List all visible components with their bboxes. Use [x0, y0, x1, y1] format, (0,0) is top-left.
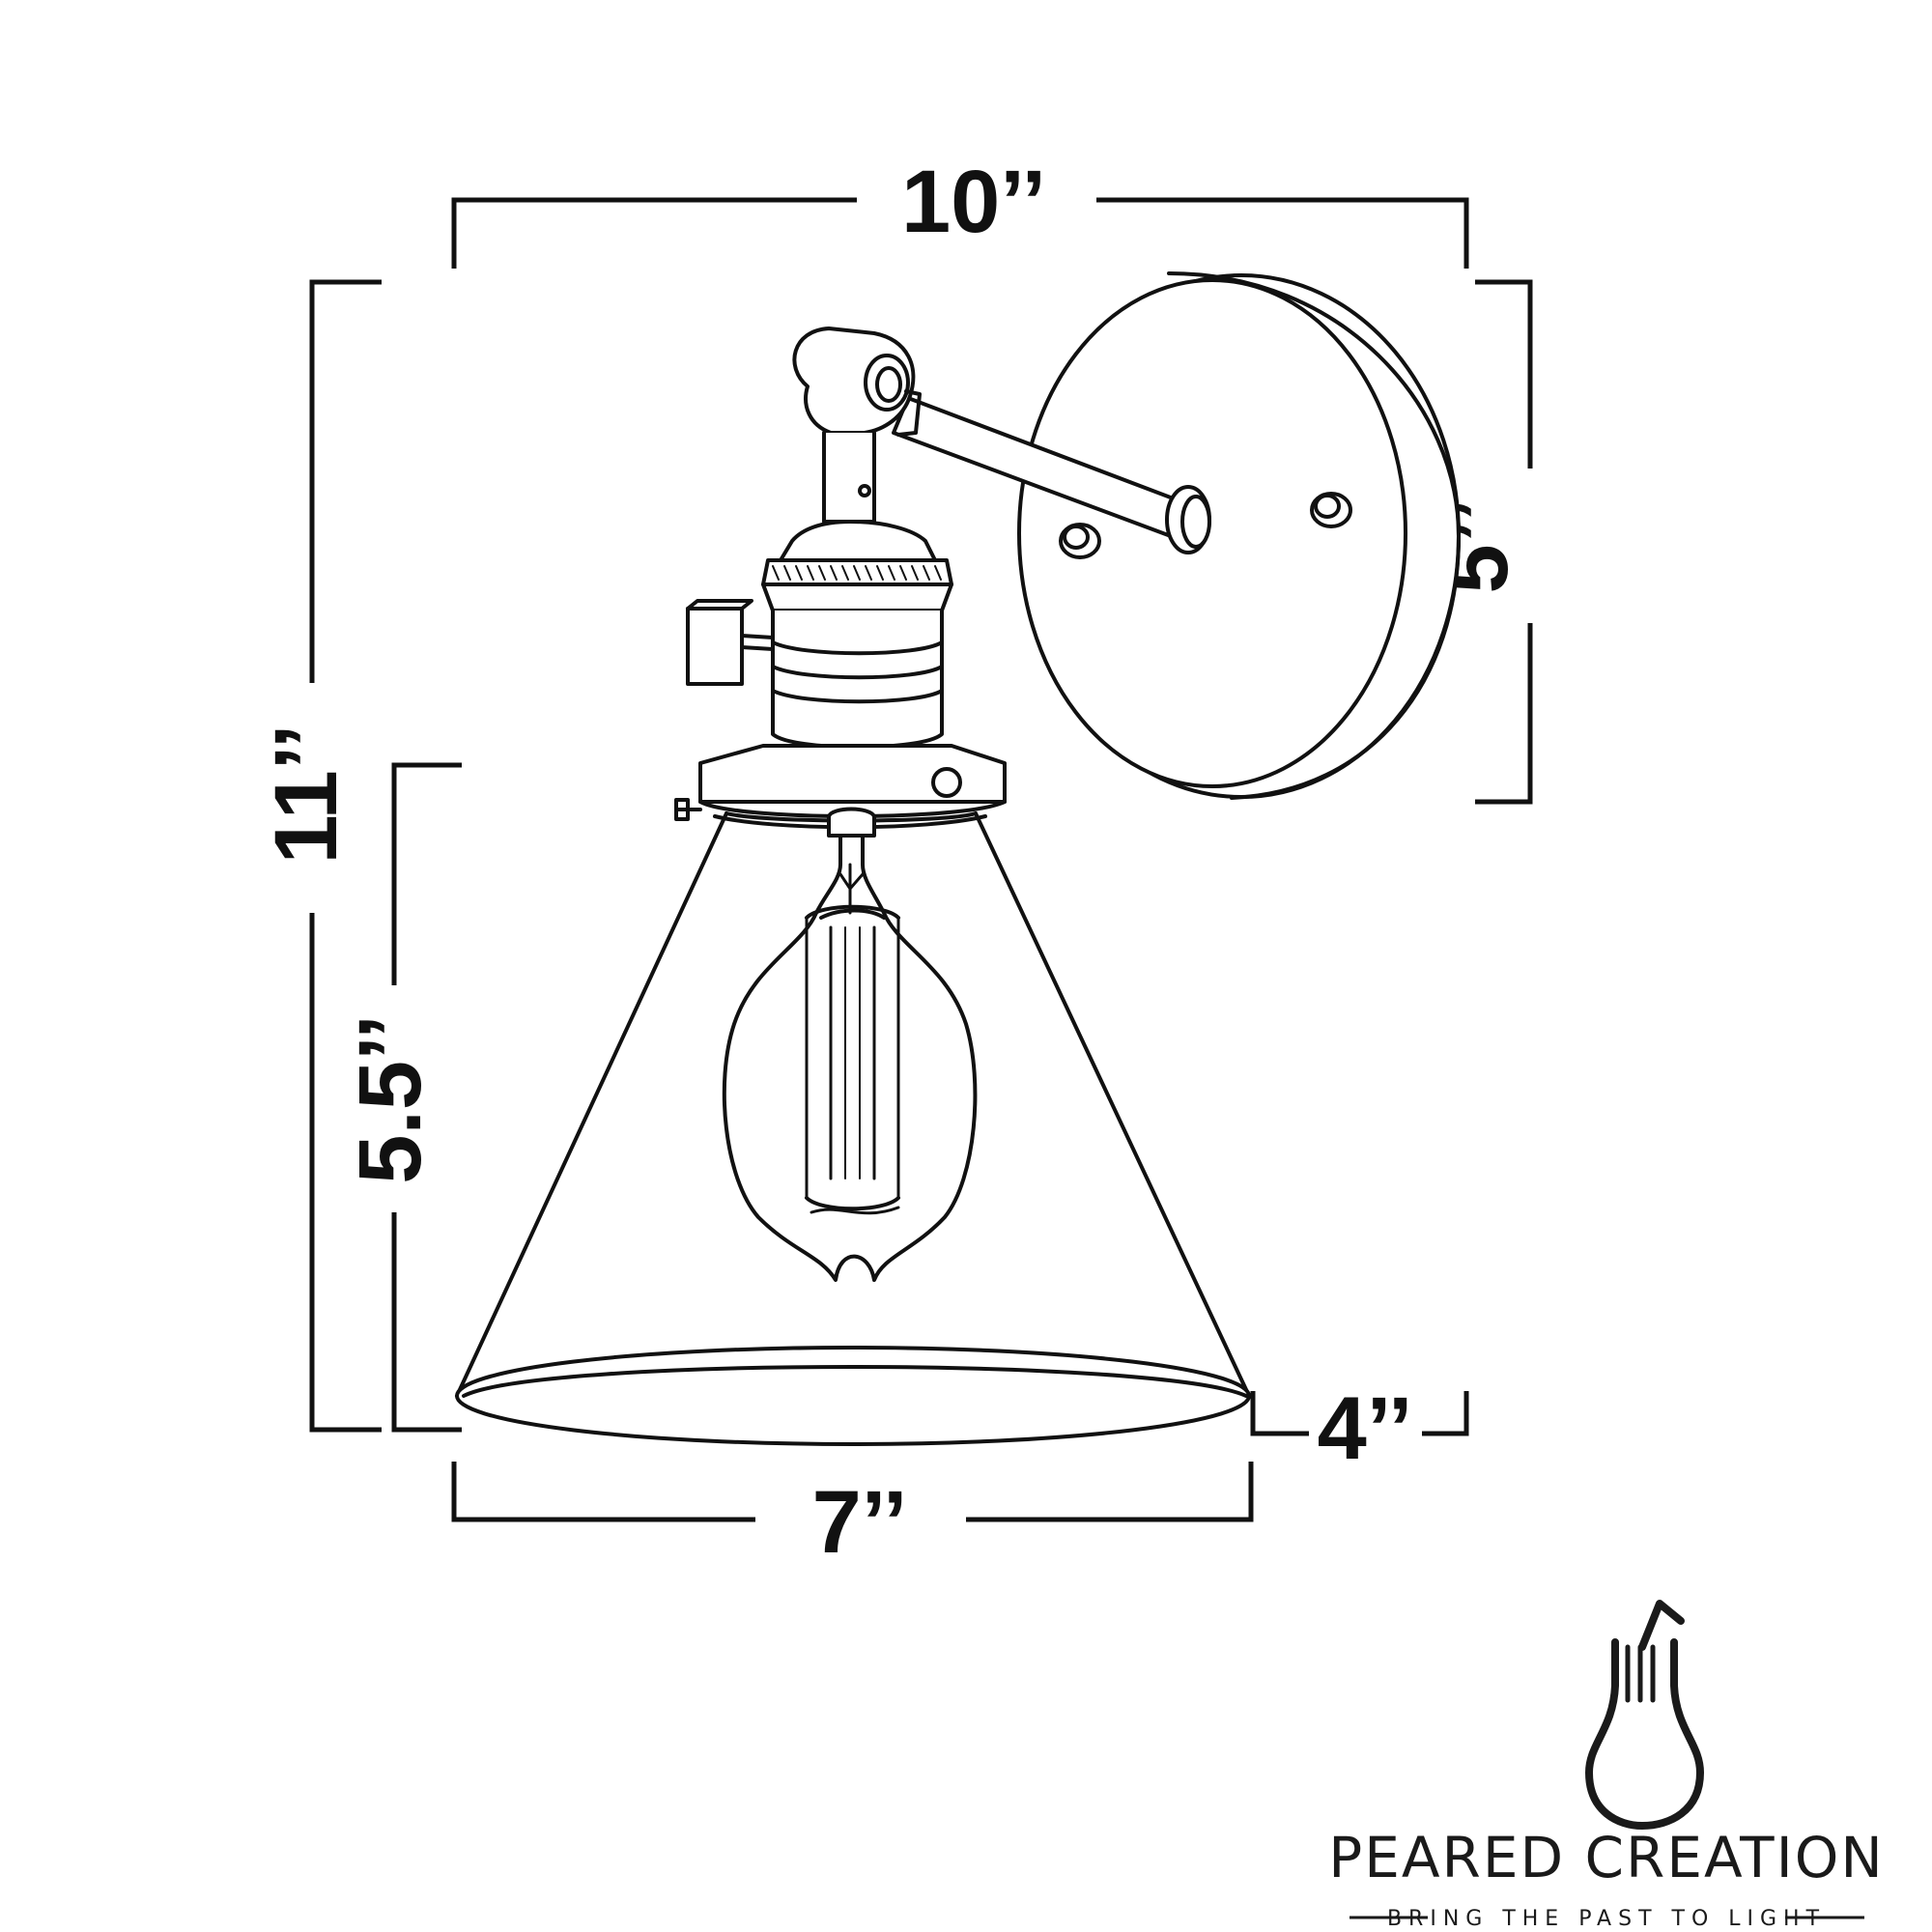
shade-fitter	[674, 744, 1007, 830]
arm	[892, 396, 1211, 554]
dim-line-overall-height-top	[309, 279, 382, 683]
dim-line-overall-height-bottom	[309, 913, 382, 1433]
dim-line-overall-width-right	[1096, 197, 1469, 269]
dim-line-depth-left	[1250, 1391, 1309, 1436]
dim-line-shade-height-bottom	[391, 1212, 462, 1433]
dim-line-shade-width-left	[451, 1462, 755, 1522]
dimension-lines	[309, 197, 1533, 1522]
brand-logo: PEARED CREATION BRING THE PAST TO LIGHT	[1328, 1600, 1885, 1931]
edison-bulb	[722, 807, 978, 1282]
socket-body	[761, 520, 953, 750]
pear-bulb-icon	[1585, 1600, 1704, 1830]
backplate	[1017, 271, 1461, 800]
mounting-screw-left	[1059, 523, 1101, 559]
dim-line-backplate-top	[1475, 279, 1533, 469]
lamp-drawing	[455, 271, 1461, 1446]
dim-line-shade-width-right	[966, 1462, 1254, 1522]
turn-switch	[686, 599, 775, 686]
label-overall-width: 10’’	[901, 153, 1046, 251]
knuckle-joint	[792, 327, 922, 437]
dim-line-backplate-bottom	[1475, 623, 1533, 805]
socket-stem	[822, 431, 876, 524]
brand-name: PEARED CREATION	[1328, 1825, 1885, 1890]
brand-tagline: BRING THE PAST TO LIGHT	[1387, 1907, 1826, 1931]
dim-line-shade-height-top	[391, 762, 462, 985]
label-shade-depth: 4’’	[1318, 1379, 1413, 1478]
glass-shade	[455, 811, 1251, 1446]
label-shade-width: 7’’	[812, 1473, 908, 1572]
label-overall-height: 11’’	[257, 724, 355, 865]
label-shade-height: 5.5’’	[341, 1014, 440, 1184]
mounting-screw-right	[1310, 492, 1352, 528]
dim-line-depth-right	[1422, 1391, 1469, 1436]
dim-line-overall-width-left	[451, 197, 857, 269]
